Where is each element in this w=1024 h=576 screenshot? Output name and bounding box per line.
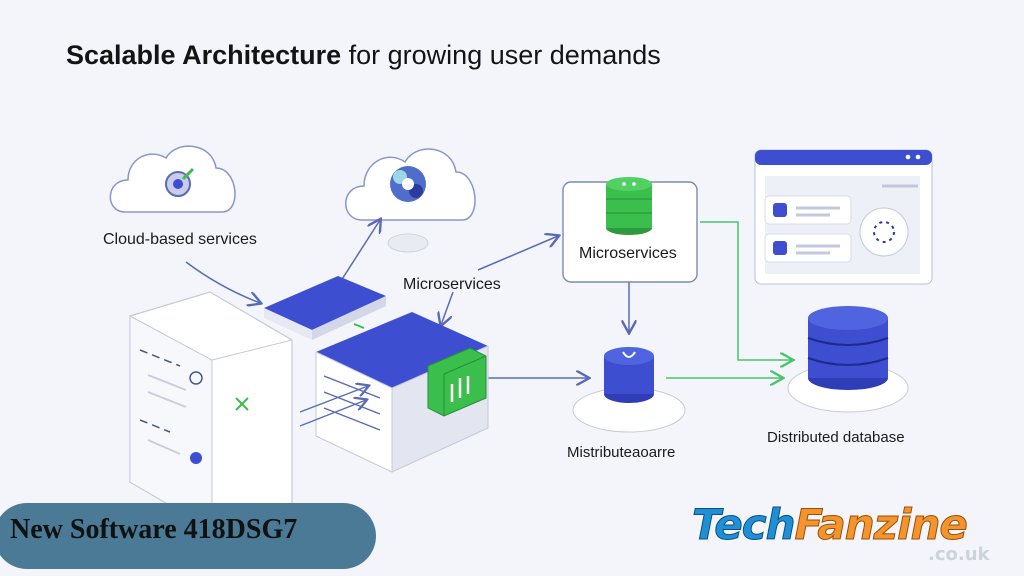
label-microservices-center: Microservices xyxy=(403,276,501,293)
software-badge xyxy=(0,503,376,569)
database-icon-large xyxy=(787,306,909,413)
arrow-to-microservices-box xyxy=(477,236,558,271)
title-bold: Scalable Architecture xyxy=(66,40,342,70)
cloud-icon-left xyxy=(109,145,236,213)
cloud-icon-center xyxy=(345,148,476,253)
title-rest: for growing user demands xyxy=(348,40,661,70)
label-cloud-services: Cloud-based services xyxy=(103,231,257,248)
microservices-box xyxy=(562,177,698,283)
arrow-cloud-to-block xyxy=(185,261,260,303)
blue-tile xyxy=(264,276,386,340)
brand-logo-part1: Tech xyxy=(692,500,797,550)
database-icon-small xyxy=(572,347,686,433)
brand-logo: TechFanzine xyxy=(692,500,969,550)
arrow-down-to-block xyxy=(441,291,454,325)
software-badge-text: New Software 418DSG7 xyxy=(10,514,298,545)
label-distributed-database: Distributed database xyxy=(767,429,905,446)
chart-icon xyxy=(427,347,487,417)
label-microservices-box: Microservices xyxy=(579,245,677,262)
brand-logo-part2: Fanzine xyxy=(794,500,968,550)
app-window-icon xyxy=(754,149,933,285)
arrow-green-box-to-db xyxy=(700,221,792,360)
label-distributed-small: Mistributeaoarre xyxy=(567,444,676,461)
page-title: Scalable Architecture for growing user d… xyxy=(66,40,661,71)
document-panel xyxy=(129,291,293,531)
brand-logo-sub: .co.uk xyxy=(928,544,990,565)
